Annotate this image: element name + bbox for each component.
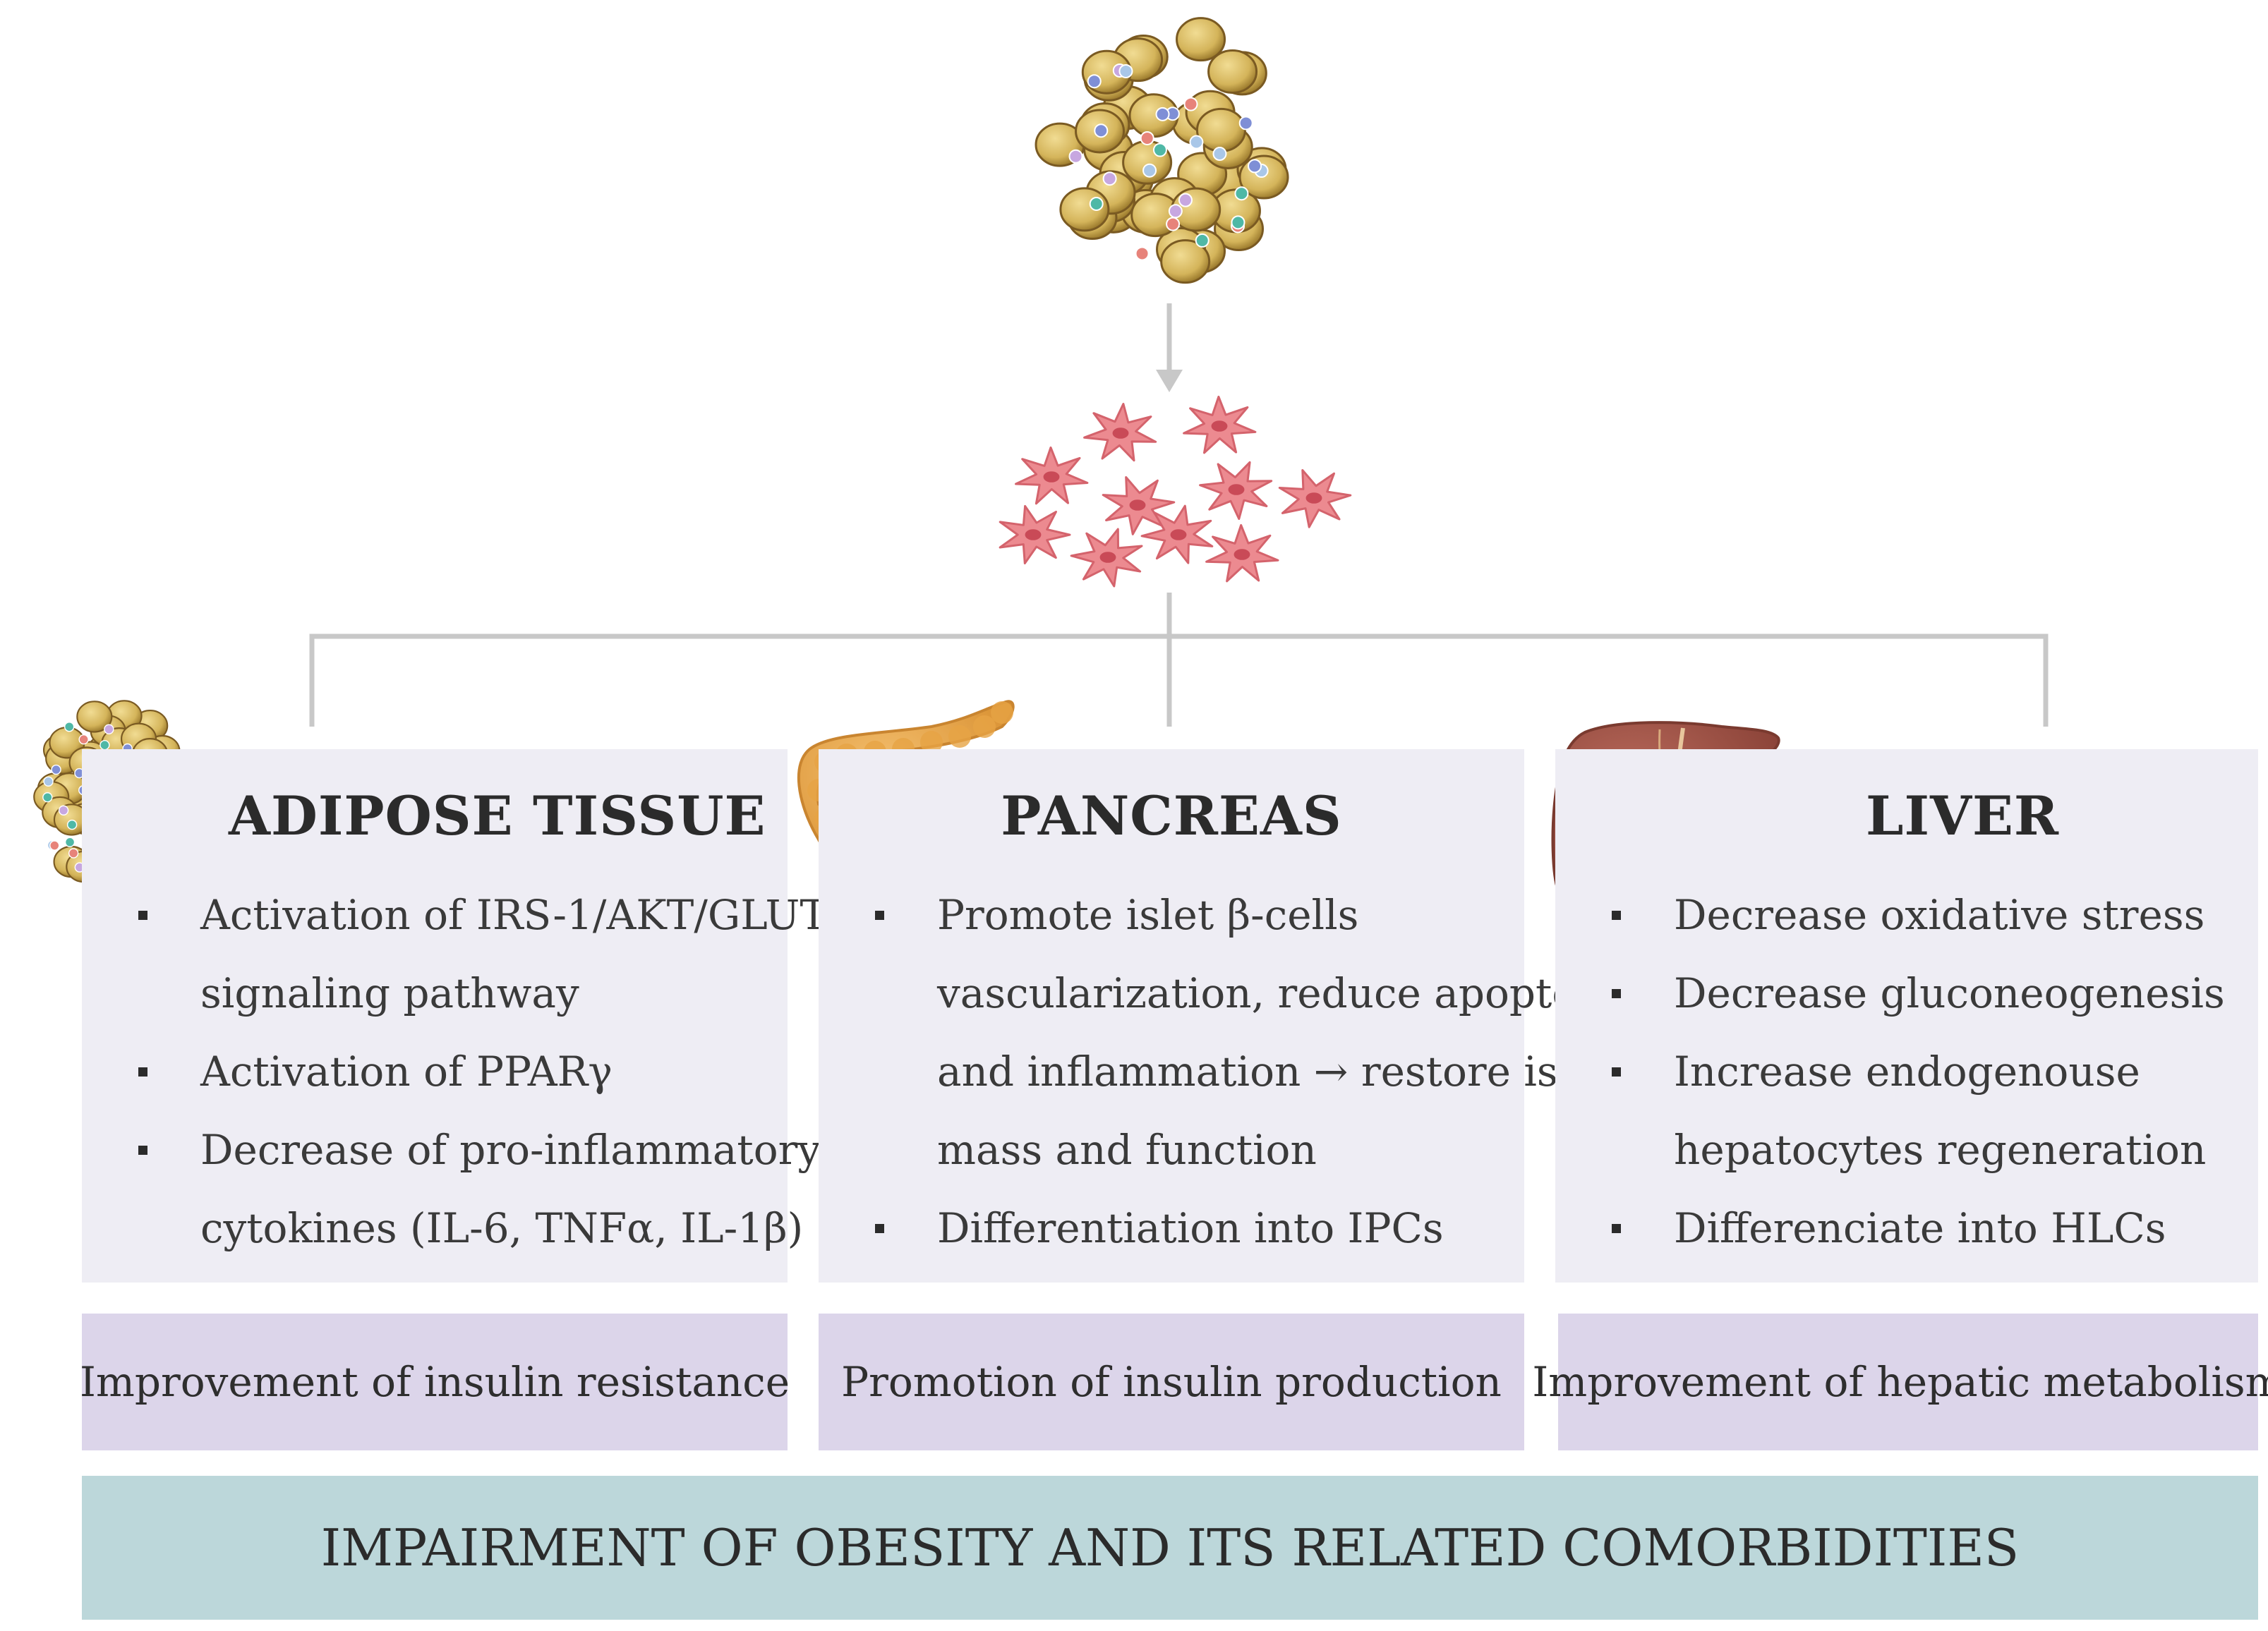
immune-cell [1234,186,1249,201]
adipose-outcome-box: Improvement of insulin resistance [80,1314,790,1450]
adipose-bullet-list: Activation of IRS-1/AKT/GLUT4 signaling p… [138,876,854,1268]
immune-cell [1195,233,1210,248]
pancreas-panel: PANCREAS Promote islet β-cells vasculariz… [819,749,1632,1283]
pancreas-bullet-list: Promote islet β-cells vascularization, re… [875,876,1632,1268]
stem-cell [1278,469,1352,528]
pancreas-title: PANCREAS [1001,784,1342,847]
immune-cell [64,722,75,732]
immune-cell [1068,149,1083,164]
immune-cell [1212,147,1227,162]
immune-cell [1248,159,1262,174]
immune-cell [66,819,78,830]
pancreas-outcome-box: Promotion of insulin production [819,1314,1524,1450]
bullet-line: Differenciate into HLCs [1674,1204,2166,1252]
stem-cell [1083,403,1157,462]
immune-cell [104,724,114,734]
immune-cell [68,848,79,859]
bullet-item: Activation of IRS-1/AKT/GLUT4 signaling p… [138,876,854,1033]
immune-cell [51,764,61,775]
bullet-line: Promote islet β-cells [937,891,1359,939]
conclusion-banner: IMPAIRMENT OF OBESITY AND ITS RELATED CO… [82,1476,2258,1620]
bullet-line: Increase endogenouse [1674,1048,2140,1096]
bullet-line: mass and function [937,1126,1317,1174]
immune-cell [1140,131,1154,145]
adipocyte [1207,49,1258,94]
bullet-line: Decrease of pro-inflammatory [200,1126,821,1174]
immune-cell [1135,246,1150,261]
bullet-item: Decrease of pro-inflammatory cytokines (I… [138,1111,821,1268]
connector-lines [309,303,2049,727]
adipose-tissue-cluster-icon [1035,17,1289,284]
bullet-line: and inflammation → restore islet [937,1048,1612,1096]
bullet-line: signaling pathway [200,969,579,1017]
bullet-item: Decrease oxidative stress [1612,876,2237,954]
immune-cell [1189,135,1204,150]
immune-cell [1087,74,1102,89]
immune-cell [1152,143,1167,157]
stem-cell [999,504,1071,564]
bullet-item: Promote islet β-cells vascularization, re… [875,876,1632,1189]
immune-cell [1102,171,1117,186]
stem-cell [1070,528,1143,588]
adipocyte [1160,239,1211,284]
immune-cell [1166,217,1181,231]
bullet-line: Decrease gluconeogenesis [1674,969,2225,1017]
immune-cell [99,739,110,751]
bullet-item: Increase endogenouse hepatocytes regenera… [1612,1033,2237,1189]
adipocyte [1176,17,1226,62]
immune-cell [42,792,53,803]
liver-title: LIVER [1866,784,2060,847]
bullet-line: Activation of PPARγ [200,1048,613,1096]
bullet-item: Activation of PPARγ [138,1033,766,1111]
immune-cell [1089,196,1104,211]
immune-cell [64,837,76,847]
bullet-item: Differenciate into HLCs [1612,1189,2237,1268]
bullet-line: Activation of IRS-1/AKT/GLUT4 [200,891,854,939]
mesenchymal-stem-cells-icon [999,395,1352,588]
immune-cell [1178,193,1193,207]
immune-cell [1231,215,1245,230]
immune-cell [1142,163,1157,178]
stem-cell [1140,504,1214,564]
immune-cell [1168,204,1183,219]
immune-cell [58,805,69,816]
adipocyte [1059,187,1110,232]
adipose-tissue-title: ADIPOSE TISSUE [229,784,766,847]
stem-cell [1015,446,1089,505]
immune-cell [49,840,60,851]
immune-cell [1155,107,1170,121]
liver-outcome-box: Improvement of hepatic metabolism [1532,1314,2268,1450]
down-arrow-head [1156,370,1183,392]
immune-cell [78,734,89,745]
bullet-line: Differentiation into IPCs [937,1204,1444,1252]
stem-cell [1199,461,1273,520]
bullet-line: cytokines (IL-6, TNFα, IL-1β) [200,1204,804,1252]
bullet-line: Decrease oxidative stress [1674,891,2205,939]
bullet-line: vascularization, reduce apoptosis [937,969,1632,1017]
stem-cell [1205,523,1279,583]
adipose-tissue-panel: ADIPOSE TISSUE Activation of IRS-1/AKT/G… [82,749,854,1283]
immune-cell [1238,116,1253,131]
stem-cell [1183,395,1257,454]
branch-bar [309,633,2049,727]
immune-cell [43,776,54,787]
bullet-item: Differentiation into IPCs [875,1189,1503,1268]
immune-cell [1118,63,1133,78]
immune-cell [1094,123,1109,138]
bullet-line: hepatocytes regeneration [1674,1126,2207,1174]
bullet-item: Decrease gluconeogenesis [1612,954,2237,1033]
adipocyte [76,701,113,733]
adipocyte [1195,107,1246,152]
immune-cell [1183,97,1198,111]
